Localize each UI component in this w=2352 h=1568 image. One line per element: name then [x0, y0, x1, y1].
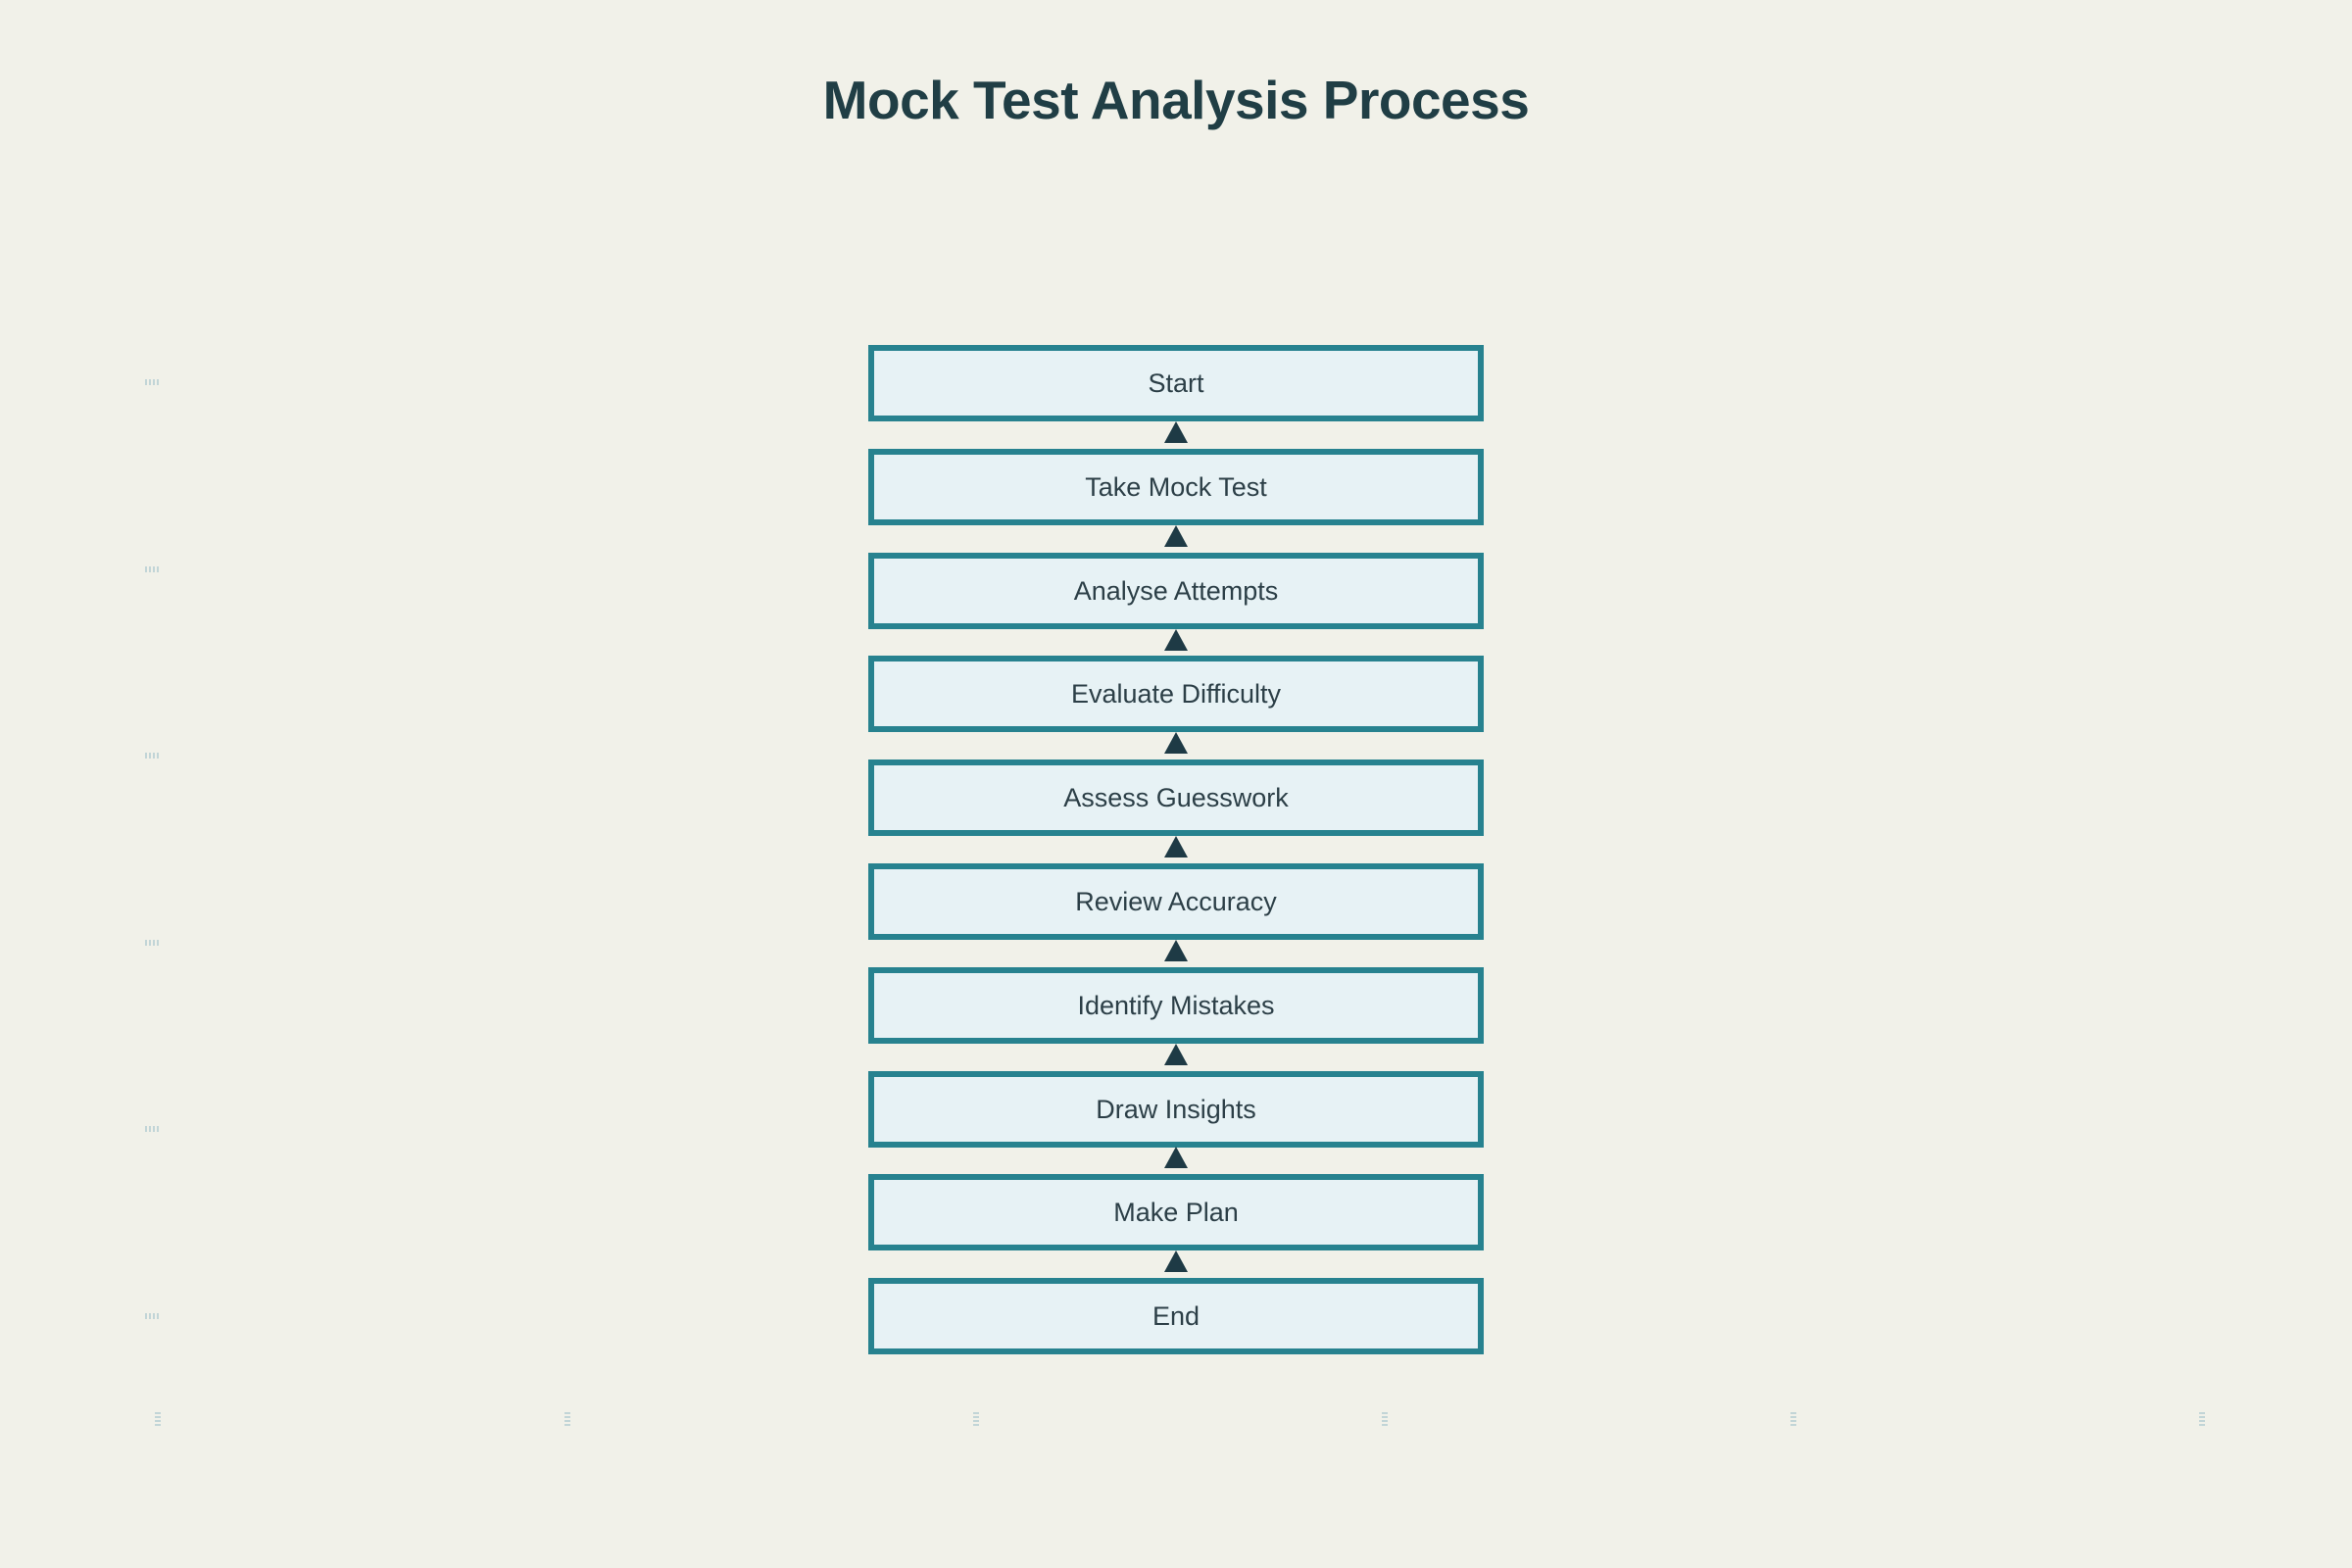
flow-node-identify-mistakes: Identify Mistakes: [868, 967, 1484, 1044]
flow-node-draw-insights: Draw Insights: [868, 1071, 1484, 1148]
arrow-up-icon: [1164, 836, 1188, 858]
left-tick-mark: [145, 1126, 160, 1132]
arrow-up-icon: [1164, 421, 1188, 443]
left-tick-mark: [145, 940, 160, 946]
bottom-tick-mark: [155, 1411, 161, 1426]
bottom-tick-mark: [2199, 1411, 2205, 1426]
left-tick-mark: [145, 1313, 160, 1319]
bottom-tick-mark: [1382, 1411, 1388, 1426]
flow-node-evaluate-difficulty: Evaluate Difficulty: [868, 656, 1484, 732]
arrow-up-icon: [1164, 732, 1188, 754]
page-title: Mock Test Analysis Process: [822, 70, 1530, 130]
bottom-tick-mark: [973, 1411, 979, 1426]
node-label: End: [1152, 1300, 1200, 1331]
node-label: Assess Guesswork: [1063, 782, 1289, 812]
arrow-up-icon: [1164, 1147, 1188, 1168]
node-label: Make Plan: [1113, 1197, 1239, 1227]
left-tick-mark: [145, 753, 160, 759]
arrow-up-icon: [1164, 1044, 1188, 1065]
arrow-up-icon: [1164, 629, 1188, 651]
arrow-up-icon: [1164, 525, 1188, 547]
node-label: Take Mock Test: [1085, 471, 1267, 502]
arrow-up-icon: [1164, 940, 1188, 961]
left-tick-mark: [145, 566, 160, 572]
bottom-tick-mark: [1790, 1411, 1796, 1426]
node-label: Review Accuracy: [1075, 886, 1277, 916]
flow-node-start: Start: [868, 345, 1484, 421]
node-label: Evaluate Difficulty: [1070, 678, 1282, 709]
left-tick-mark: [145, 379, 160, 385]
flow-node-end: End: [868, 1278, 1484, 1354]
flow-node-analyse-attempts: Analyse Attempts: [868, 553, 1484, 629]
flow-node-review-accuracy: Review Accuracy: [868, 863, 1484, 940]
arrow-up-icon: [1164, 1250, 1188, 1272]
node-label: Start: [1148, 368, 1204, 398]
flow-node-take-mock-test: Take Mock Test: [868, 449, 1484, 525]
node-label: Identify Mistakes: [1077, 990, 1275, 1020]
node-label: Analyse Attempts: [1073, 575, 1279, 606]
flow-node-make-plan: Make Plan: [868, 1174, 1484, 1250]
node-label: Draw Insights: [1096, 1094, 1256, 1124]
flow-node-assess-guesswork: Assess Guesswork: [868, 760, 1484, 836]
bottom-tick-mark: [564, 1411, 570, 1426]
